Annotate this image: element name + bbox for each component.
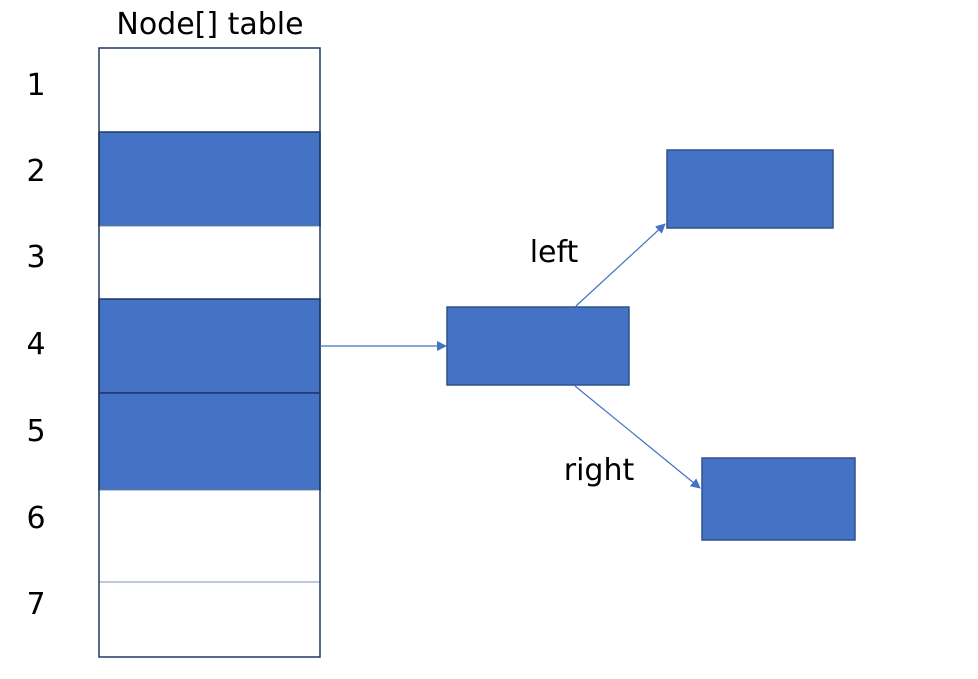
- index-label: 3: [26, 240, 45, 275]
- right-child-node: [701, 457, 856, 541]
- table-cell-1: [98, 47, 321, 133]
- index-label: 1: [26, 68, 45, 103]
- node-table: [98, 47, 321, 658]
- table-cell-2: [98, 131, 321, 227]
- table-title: Node[] table: [116, 7, 303, 42]
- table-outline: [98, 47, 321, 658]
- right-edge-arrow: [574, 385, 701, 489]
- table-cell-4: [98, 298, 321, 394]
- left-edge-label: left: [530, 235, 579, 270]
- left-edge-arrow: [575, 223, 666, 307]
- index-label: 6: [26, 501, 45, 536]
- table-cell-6: [98, 489, 321, 583]
- index-label: 4: [26, 327, 45, 362]
- table-cell-3: [98, 225, 321, 300]
- table-cell-5: [98, 392, 321, 491]
- left-child-node: [666, 149, 834, 229]
- index-label: 7: [26, 587, 45, 622]
- table-cell-7: [98, 581, 321, 658]
- table-indices: 1 2 3 4 5 6 7: [26, 68, 45, 622]
- index-label: 2: [26, 154, 45, 189]
- root-node: [446, 306, 630, 386]
- index-label: 5: [26, 414, 45, 449]
- right-edge-label: right: [564, 453, 635, 488]
